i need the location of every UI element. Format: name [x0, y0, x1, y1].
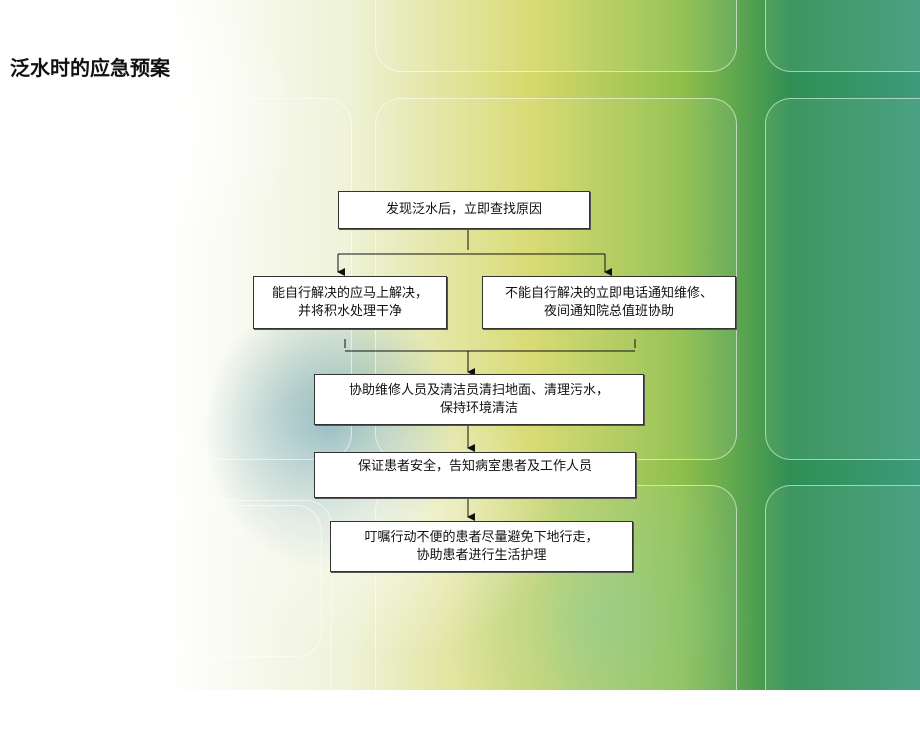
background-tile: [765, 0, 920, 72]
node-label: 能自行解决的应马上解决， 并将积水处理干净: [271, 285, 428, 319]
node-self-solve: 能自行解决的应马上解决， 并将积水处理干净: [253, 276, 447, 329]
page-title: 泛水时的应急预案: [10, 56, 170, 80]
node-safety: 保证患者安全，告知病室患者及工作人员: [314, 452, 636, 498]
node-label: 叮嘱行动不便的患者尽量避免下地行走， 协助患者进行生活护理: [364, 529, 599, 563]
background-tile: [170, 505, 322, 657]
node-label: 协助维修人员及清洁员清扫地面、清理污水， 保持环境清洁: [348, 382, 609, 416]
background-tile: [375, 0, 737, 72]
node-label: 保证患者安全，告知病室患者及工作人员: [357, 459, 592, 474]
node-label: 不能自行解决的立即电话通知维修、 夜间通知院总值班协助: [504, 285, 713, 319]
node-cleanup: 协助维修人员及清洁员清扫地面、清理污水， 保持环境清洁: [314, 374, 644, 425]
node-find-cause: 发现泛水后，立即查找原因: [338, 191, 590, 229]
background-tile: [765, 98, 920, 460]
background-tile: [765, 485, 920, 717]
node-label: 发现泛水后，立即查找原因: [385, 202, 542, 217]
node-advise: 叮嘱行动不便的患者尽量避免下地行走， 协助患者进行生活护理: [330, 521, 633, 572]
flowchart-connectors: [337, 229, 636, 521]
node-cannot-solve: 不能自行解决的立即电话通知维修、 夜间通知院总值班协助: [482, 276, 736, 329]
